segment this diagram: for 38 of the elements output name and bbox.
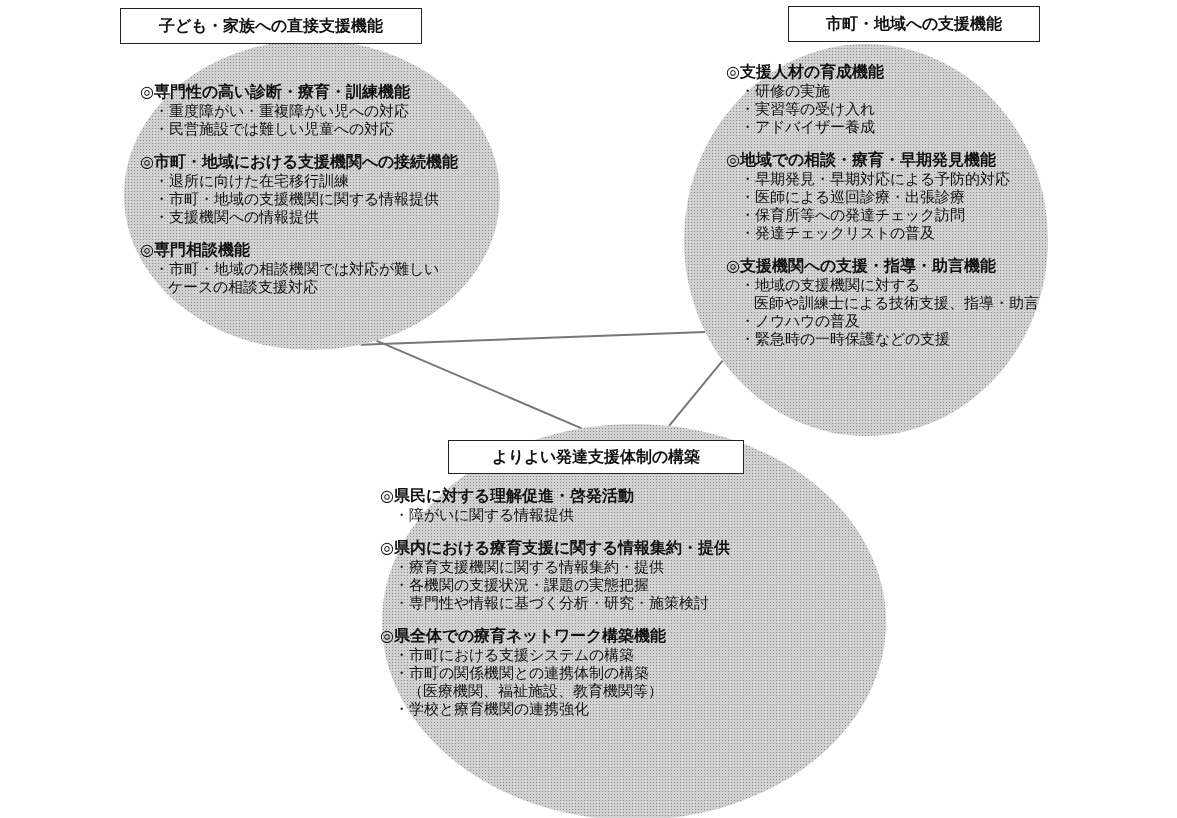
bullet-item: ・実習等の受け入れ xyxy=(739,100,875,118)
bullet-item: ・発達チェックリストの普及 xyxy=(739,224,935,242)
bullet-item: ・緊急時の一時保護などの支援 xyxy=(739,330,950,348)
connector-line xyxy=(668,359,724,427)
section-heading: ◎専門相談機能 xyxy=(140,240,250,260)
bullet-item: ・研修の実施 xyxy=(739,82,830,100)
bullet-item: ・支援機関への情報提供 xyxy=(153,208,319,226)
connector-line xyxy=(359,331,707,346)
bullet-item: ・専門性や情報に基づく分析・研究・施策検討 xyxy=(393,594,709,612)
section-heading: ◎支援機関への支援・指導・助言機能 xyxy=(726,256,996,276)
heading-box: 子ども・家族への直接支援機能 xyxy=(120,8,422,44)
bullet-item: ・学校と療育機関の連携強化 xyxy=(393,700,589,718)
section-heading: ◎市町・地域における支援機関への接続機能 xyxy=(140,152,458,172)
bullet-item: ・退所に向けた在宅移行訓練 xyxy=(153,172,349,190)
bullet-item: ・保育所等への発達チェック訪問 xyxy=(739,206,965,224)
bullet-item: ・市町・地域の相談機関では対応が難しいケースの相談支援対応 xyxy=(153,260,439,296)
bullet-item: ・民営施設では難しい児童への対応 xyxy=(153,120,394,138)
heading-box: 市町・地域への支援機能 xyxy=(788,6,1040,42)
heading-box: よりよい発達支援体制の構築 xyxy=(448,440,744,474)
bullet-item: ・アドバイザー養成 xyxy=(739,118,875,136)
section-heading: ◎地域での相談・療育・早期発見機能 xyxy=(726,150,996,170)
bullet-item: ・療育支援機関に関する情報集約・提供 xyxy=(393,558,664,576)
bullet-item: ・障がいに関する情報提供 xyxy=(393,506,574,524)
section-heading: ◎県内における療育支援に関する情報集約・提供 xyxy=(380,538,730,558)
bullet-item: ・ノウハウの普及 xyxy=(739,312,860,330)
bullet-item: ・各機関の支援状況・課題の実態把握 xyxy=(393,576,649,594)
connector-line xyxy=(375,339,583,430)
bullet-item: ・重度障がい・重複障がい児への対応 xyxy=(153,102,409,120)
bullet-item: ・市町における支援システムの構築 xyxy=(393,646,634,664)
bullet-item: ・早期発見・早期対応による予防的対応 xyxy=(739,170,1010,188)
section-heading: ◎県民に対する理解促進・啓発活動 xyxy=(380,486,634,506)
section-heading: ◎支援人材の育成機能 xyxy=(726,62,884,82)
bullet-item: ・市町・地域の支援機関に関する情報提供 xyxy=(153,190,439,208)
bullet-item: ・地域の支援機関に対する医師や訓練士による技術支援、指導・助言 xyxy=(739,276,1039,312)
section-heading: ◎県全体での療育ネットワーク構築機能 xyxy=(380,626,666,646)
bullet-item: ・市町の関係機関との連携体制の構築（医療機関、福祉施設、教育機関等） xyxy=(393,664,663,700)
section-heading: ◎専門性の高い診断・療育・訓練機能 xyxy=(140,82,410,102)
bullet-item: ・医師による巡回診療・出張診療 xyxy=(739,188,965,206)
